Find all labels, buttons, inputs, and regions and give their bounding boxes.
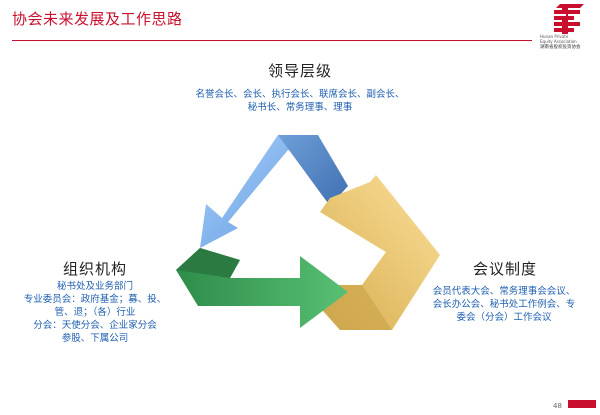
top-node-line: 秘书长、常务理事、理事 [247, 102, 353, 113]
right-node-line: 会长办公会、秘书处工作例会、专 [432, 299, 576, 310]
footer-accent-bar [568, 400, 596, 408]
left-node-line: 管、退；（各）行业 [54, 307, 136, 318]
blue-arrow [200, 135, 348, 248]
right-node-line: 委会（分会）工作会议 [456, 312, 552, 323]
left-node-line: 参股、下属公司 [61, 333, 129, 344]
top-node-line: 名誉会长、会长、执行会长、联席会长、副会长、 [195, 89, 405, 100]
logo-name-cn: 湖南省股权投资协会 [540, 45, 581, 50]
top-node-description: 名誉会长、会长、执行会长、联席会长、副会长、 秘书长、常务理事、理事 [160, 88, 440, 114]
left-node-line: 分会：天使分会、企业家分会 [33, 320, 157, 331]
slide-title: 协会未来发展及工作思路 [12, 10, 183, 28]
left-node-line: 专业委员会：政府基金；募、投、 [23, 294, 167, 305]
logo-name-en-line1: Hunan Private [540, 34, 569, 39]
left-node-heading: 组织机构 [62, 260, 127, 278]
left-node-description: 秘书处及业务部门 专业委员会：政府基金；募、投、 管、退；（各）行业 分会：天使… [10, 280, 180, 345]
left-node-line: 秘书处及业务部门 [56, 281, 133, 292]
logo-name-en-line2: Equity Association [540, 39, 577, 44]
association-logo: Hunan Private Equity Association 湖南省股权投资… [540, 4, 596, 56]
green-arrow [176, 248, 348, 328]
logo-mark-icon [554, 4, 584, 34]
right-node-heading: 会议制度 [472, 260, 537, 278]
right-node-description: 会员代表大会、常务理事会会议、 会长办公会、秘书处工作例会、专 委会（分会）工作… [412, 285, 596, 324]
top-node-heading: 领导层级 [267, 62, 332, 80]
page-number: 48 [553, 402, 562, 410]
title-divider [12, 40, 532, 41]
right-node-line: 会员代表大会、常务理事会会议、 [432, 286, 576, 297]
